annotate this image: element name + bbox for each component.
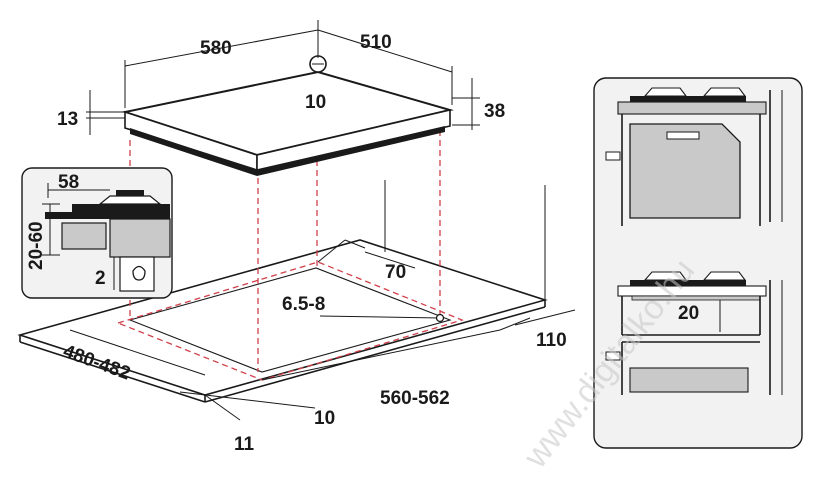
dim-cutout-width: 560-562 xyxy=(380,388,450,409)
dim-rear-clearance: 70 xyxy=(385,262,406,283)
dim-height: 38 xyxy=(484,101,505,122)
hob-top xyxy=(121,20,454,176)
oven-installation-panel xyxy=(593,77,803,449)
side-detail-inset xyxy=(21,167,173,299)
dim-edge-front: 11 xyxy=(234,434,255,455)
gas-drop-icon xyxy=(132,265,146,281)
dim-depth: 510 xyxy=(360,32,392,53)
worktop-dimension-lines xyxy=(69,251,576,421)
cutout-outline xyxy=(116,239,464,381)
dim-gas-inlet: 10 xyxy=(305,92,326,113)
dim-width: 580 xyxy=(200,38,232,59)
worktop xyxy=(17,180,548,403)
dim-oven-gap: 20 xyxy=(678,303,699,324)
dim-edge-right: 110 xyxy=(536,330,567,351)
dim-glass-thickness: 13 xyxy=(57,109,78,130)
dim-side-top: 58 xyxy=(58,172,79,193)
dim-side-range: 20-60 xyxy=(26,221,47,270)
dim-side-bottom: 2 xyxy=(95,268,106,289)
dim-fixing-hole: 6.5-8 xyxy=(282,294,325,315)
hob-dimension-lines xyxy=(86,29,480,135)
dim-edge-offset: 10 xyxy=(314,408,335,429)
